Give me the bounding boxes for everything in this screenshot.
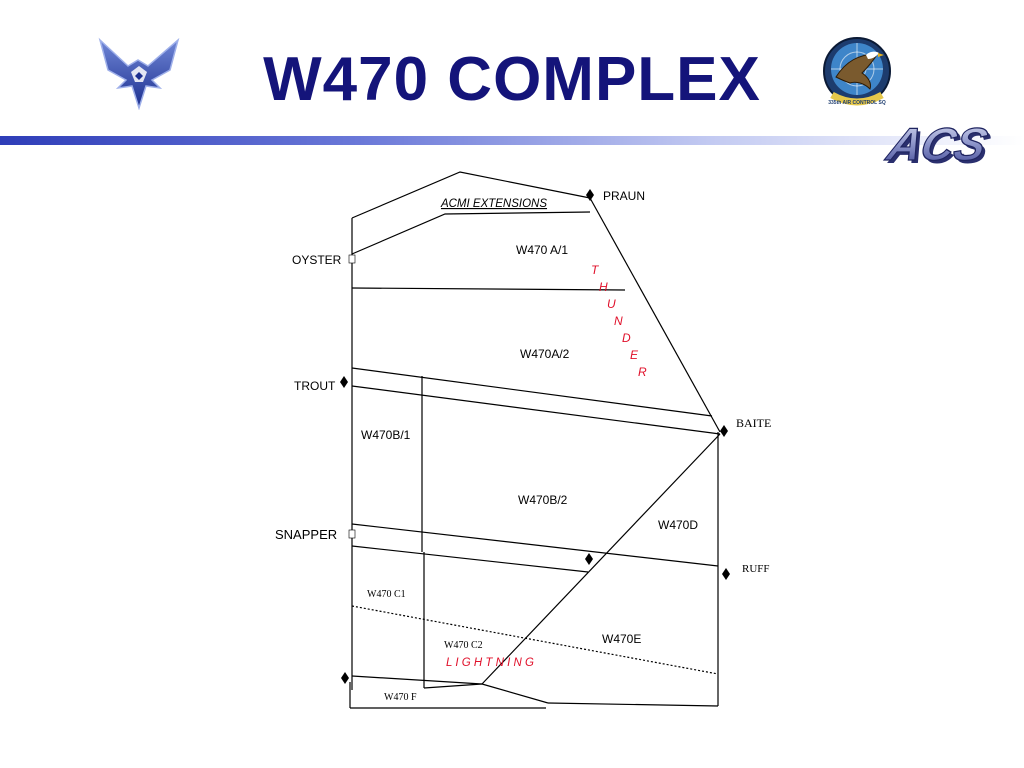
a1-a2-divider — [351, 287, 626, 291]
thunder-letter: N — [614, 314, 623, 328]
snapper-junction-diamond-icon — [585, 553, 593, 565]
acs-logo-text: ACS — [882, 119, 993, 168]
oyster-marker-box — [348, 254, 356, 264]
thunder-letter: E — [630, 348, 639, 362]
e-bottom — [547, 702, 719, 707]
northeast-boundary — [589, 197, 721, 433]
f-upper-left — [351, 675, 483, 685]
north-boundary — [351, 171, 591, 219]
page-title: W470 COMPLEX — [263, 45, 761, 114]
thunder-letter: U — [607, 297, 616, 311]
thunder-letter: T — [591, 263, 600, 277]
f-upper-right — [423, 683, 483, 689]
trout-label: TROUT — [294, 379, 336, 393]
area-c1-label: W470 C1 — [367, 589, 406, 600]
area-b2-label: W470B/2 — [518, 493, 568, 507]
area-e-label: W470E — [602, 632, 641, 646]
squadron-eagle-seal-icon: 335th AIR CONTROL SQ — [823, 37, 891, 106]
thunder-letter: R — [638, 365, 647, 379]
ruff-diamond-icon — [722, 568, 730, 580]
trout-line-upper — [351, 367, 713, 417]
area-d-label: W470D — [658, 518, 698, 532]
acs-logo-shadow: ACS — [885, 122, 996, 168]
area-a1-label: W470 A/1 — [516, 243, 568, 257]
thunder-letter: D — [622, 331, 631, 345]
snapper-line-lower — [351, 545, 589, 573]
area-c2-label: W470 C2 — [444, 640, 483, 651]
acmi-extensions-label: ACMI EXTENSIONS — [440, 198, 547, 210]
area-f-label: W470 F — [384, 692, 417, 703]
trout-baite-line — [351, 385, 721, 435]
praun-diamond-icon — [586, 189, 594, 201]
d-e-diagonal — [481, 433, 721, 685]
air-force-wings-icon — [98, 37, 180, 110]
lightning-label: L I G H T N I N G — [446, 657, 534, 669]
praun-label: PRAUN — [603, 189, 645, 203]
acs-logo: ACS ACS — [881, 118, 996, 168]
acmi-extension-line — [351, 211, 591, 255]
snapper-line-upper — [351, 523, 719, 567]
trout-diamond-icon — [340, 376, 348, 388]
ruff-label: RUFF — [742, 563, 770, 575]
baite-label: BAITE — [736, 416, 771, 430]
seal-text: 335th AIR CONTROL SQ — [828, 100, 886, 106]
area-b1-label: W470B/1 — [361, 428, 411, 442]
f-right-edge — [481, 683, 549, 704]
f-corner-diamond-icon — [341, 672, 349, 684]
header-gradient-rule — [0, 136, 1024, 145]
c-dotted-boundary — [351, 605, 719, 675]
snapper-marker-box — [348, 529, 356, 539]
thunder-letter: H — [599, 280, 608, 294]
oyster-label: OYSTER — [292, 253, 342, 267]
area-a2-label: W470A/2 — [520, 347, 570, 361]
snapper-label: SNAPPER — [275, 527, 337, 542]
baite-diamond-icon — [720, 425, 728, 437]
